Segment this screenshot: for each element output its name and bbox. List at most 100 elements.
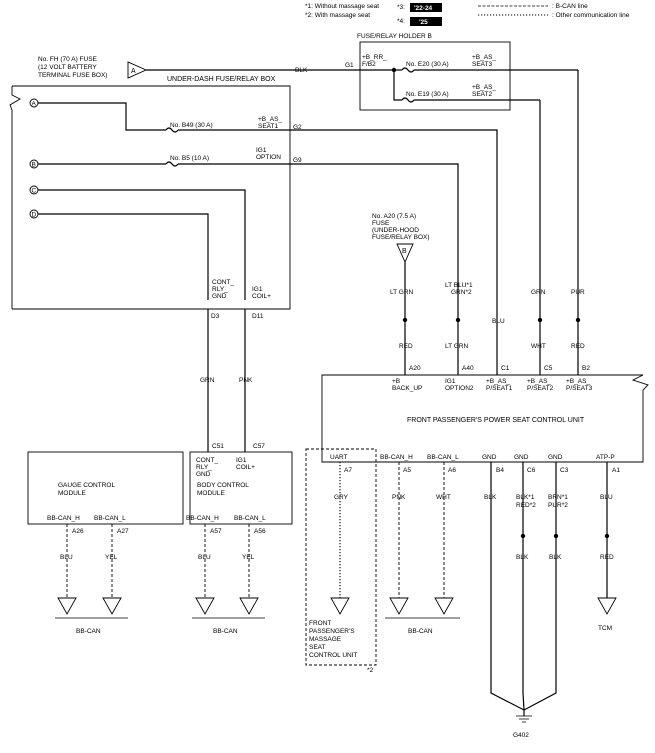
pin-ig1-option-1: IG1 [256,147,267,154]
pin-rr-1: +B_RR_ [362,54,387,61]
pin-back-up-2: BACK_UP [392,385,422,392]
main-fuse-label-1: No. FH (70 A) FUSE [38,56,98,63]
massage-label-1: FRONT [309,620,331,627]
bbcan1-terminal-h [57,597,77,615]
legend-other-text: : Other communication line [552,12,630,19]
fuse-box-title: UNDER-DASH FUSE/RELAY BOX [167,76,276,83]
joint-gnd-c6 [520,533,526,539]
bcm-title-1: BODY CONTROL [197,482,249,489]
wire-wht-a6-label: WHT [436,494,451,501]
bcm-pin-h: BB-CAN_H [186,515,219,522]
conn-a6: A6 [448,467,456,474]
wire-blk-b4-label: BLK [484,494,497,501]
wire-grn2-label: GRN*2 [451,289,472,296]
bcm-pin-cont-3: GND [196,471,211,478]
pin-cont-rly-2: RLY_ [212,286,228,293]
joint-c5 [537,317,543,323]
fuse-a20-label-1: No. A20 (7.5 A) [372,213,416,220]
conn-b2: B2 [582,365,590,372]
massage-unit-box [305,448,377,666]
wire-ig1-option [290,163,459,375]
massage-label-4: SEAT [309,644,326,651]
pin-uart: UART [330,454,348,461]
fuse-e20-symbol [401,67,415,73]
tcm-label: TCM [598,625,612,632]
fuse-e19-label: No. E19 (30 A) [406,91,449,98]
g402-label: G402 [513,732,529,739]
bbcan3-label: BB-CAN [408,628,433,635]
conn-g1: G1 [345,62,354,69]
massage-label-3: MASSAGE [309,636,342,643]
gauge-title-2: MODULE [58,490,86,497]
wire-red1-label: RED [399,343,413,350]
joint-b2 [575,317,581,323]
line-c [38,189,246,300]
wire-blk-c6-label-1: BLK*1 [516,494,535,501]
conn-a40: A40 [462,365,474,372]
conn-a56: A56 [254,528,266,535]
wire-blk-lower1-label: BLK [516,554,529,561]
legend-badge3: '22-24 [414,5,433,12]
fuse-b5-symbol [165,161,179,167]
legend-badge3-box [410,3,442,12]
pin-pseat2-2: P/SEAT2 [527,385,554,392]
bbcan1-terminal-l [102,597,122,615]
conn-c51: C51 [212,443,224,450]
conn-a7: A7 [344,467,352,474]
conn-a27: A27 [117,528,129,535]
pin-rr-2: F/B2 [362,61,376,68]
legend-badge4: '25 [419,19,428,26]
conn-d3: D3 [211,313,220,320]
conn-g9: G9 [293,157,302,164]
pin-pseat3-1: +B_AS_ [566,378,590,385]
massage-terminal [330,597,350,615]
node-d-label: D [32,212,37,219]
pin-seat2-1: +B_AS_ [472,84,496,91]
tcm-terminal [597,597,617,615]
fuse-e20-label: No. E20 (30 A) [406,61,449,68]
wire-gnd-c6 [522,462,525,711]
wire-lt-grn2-label: LT GRN [445,343,469,350]
legend: *1: Without massage seat *2: With massag… [305,3,630,26]
line-a [38,102,166,131]
node-a-triangle-label: A [131,68,136,75]
bcm-pin-ig1-2: COIL+ [236,464,255,471]
fuse-box-outline [12,85,291,310]
fuse-a20-label-2: FUSE [372,220,390,227]
wire-red2-label: RED [571,343,585,350]
pin-ig1-coil-2: COIL+ [252,293,271,300]
fuse-a20-label-4: FUSE/RELAY BOX) [372,234,430,241]
ground-symbol-icon [516,715,532,723]
wire-pnk-a5-label: PNK [392,494,406,501]
legend-badge4-box [410,17,442,26]
wire-yel-bcm-label: YEL [242,554,255,561]
gauge-pin-l: BB-CAN_L [94,515,126,522]
wire-blk-lower2-label: BLK [549,554,562,561]
pin-cont-rly-1: CONT_ [212,279,234,286]
joint-a40 [455,317,461,323]
pin-seat3-2: SEAT3 [472,61,492,68]
seat-unit-title: FRONT PASSENGER'S POWER SEAT CONTROL UNI… [407,417,585,424]
wire-blu-bcm-label: BLU [198,554,211,561]
node-a-triangle [127,61,148,79]
pin-b-as-seat1-2: SEAT1 [258,123,278,130]
joint-atp [604,533,610,539]
body-control-module: CONT_ RLY_ GND IG1 COIL+ BODY CONTROL MO… [186,451,293,535]
legend-note3: *3: [397,4,405,11]
pin-gnd3: GND [548,454,563,461]
pin-pseat2-1: +B_AS_ [527,378,551,385]
bbcan2-label: BB-CAN [213,628,238,635]
joint-gnd-c3 [553,533,559,539]
bbcan1-label: BB-CAN [76,628,101,635]
bcm-pin-cont-1: CONT_ [196,457,218,464]
main-fuse-label-2: (12 VOLT BATTERY [38,64,97,71]
conn-g2: G2 [293,124,302,131]
wire-red-c6-label-2: RED*2 [516,502,536,509]
fuse-b5-label: No. B5 (10 A) [170,155,209,162]
pin-pseat3-2: P/SEAT3 [566,385,593,392]
main-fuse-label-3: TERMINAL FUSE BOX) [38,72,107,79]
seat-unit-box [321,374,649,463]
wire-blu-seat1 [290,129,498,375]
wire-gnd-c3 [523,462,557,711]
fuse-e19-symbol [401,97,415,103]
